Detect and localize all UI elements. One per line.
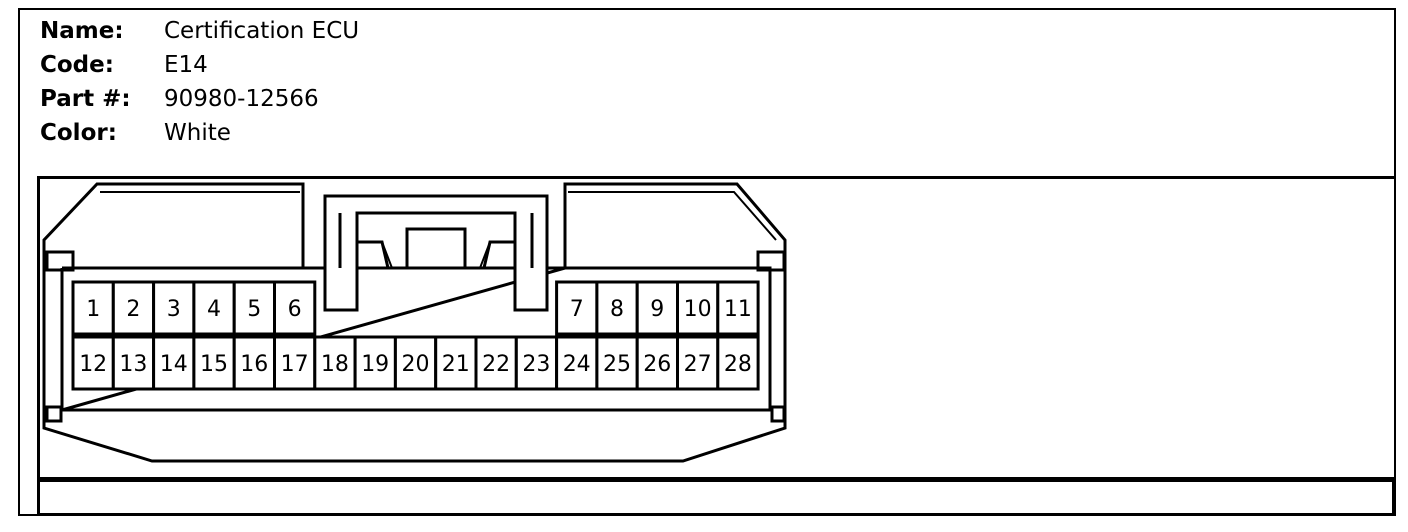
bottom-strip [37, 478, 1395, 516]
pin-label: 12 [79, 352, 107, 377]
pin-cell [635, 280, 680, 336]
pin-label: 7 [570, 297, 584, 322]
housing-inner-outline [100, 191, 777, 241]
pin-label: 21 [442, 352, 470, 377]
pin-label: 16 [240, 352, 268, 377]
color-label: Color: [40, 120, 117, 146]
pin-label: 11 [724, 297, 752, 322]
pin-cell [192, 335, 236, 391]
pin-label: 27 [684, 352, 712, 377]
pin-label: 24 [563, 352, 591, 377]
pin-label: 28 [724, 352, 752, 377]
pin-cell [595, 280, 639, 336]
part-value: 90980-12566 [164, 86, 319, 112]
pin-label: 5 [247, 297, 261, 322]
pin-label: 19 [361, 352, 389, 377]
pin-cell [232, 280, 276, 336]
pin-label: 4 [207, 297, 221, 322]
pin-label: 8 [610, 297, 624, 322]
left-tab [45, 250, 75, 272]
pin-cell [434, 335, 478, 391]
pin-cell [152, 335, 196, 391]
pin-cell [111, 335, 156, 391]
pin-cell [71, 280, 115, 336]
pin-label: 18 [321, 352, 349, 377]
left-tab-bottom [45, 405, 63, 423]
name-value: Certification ECU [164, 18, 360, 44]
pin-label: 2 [126, 297, 140, 322]
pin-label: 13 [119, 352, 147, 377]
latch-outer [323, 194, 549, 312]
pin-label: 6 [288, 297, 302, 322]
pin-cell [273, 280, 317, 336]
pin-cell [232, 335, 276, 391]
pin-cell [474, 335, 518, 391]
part-label: Part #: [40, 86, 131, 112]
code-label: Code: [40, 52, 114, 78]
pin-cell [716, 280, 760, 336]
pin-label: 9 [650, 297, 664, 322]
pin-label: 3 [167, 297, 181, 322]
pin-cell [555, 280, 599, 336]
latch-inner [338, 213, 534, 269]
name-label: Name: [40, 18, 124, 44]
pin-cell [716, 335, 760, 391]
latch-block [405, 227, 467, 270]
pin-cell [353, 335, 397, 391]
pin-cell [71, 335, 115, 391]
pin-cell [152, 280, 196, 336]
pin-label: 22 [482, 352, 510, 377]
pin-label: 1 [86, 297, 100, 322]
color-value: White [164, 120, 231, 146]
pin-label: 17 [281, 352, 309, 377]
pin-label: 15 [200, 352, 228, 377]
pin-cell [313, 335, 357, 391]
pin-label: 14 [160, 352, 188, 377]
pin-cell [192, 280, 236, 336]
pin-cell [676, 335, 720, 391]
pin-label: 26 [643, 352, 671, 377]
latch-ramps [381, 241, 491, 269]
right-tab-bottom [770, 405, 786, 423]
pin-label: 25 [603, 352, 631, 377]
pin-label: 23 [522, 352, 550, 377]
pin-label: 10 [684, 297, 712, 322]
pin-label: 20 [402, 352, 430, 377]
code-value: E14 [164, 52, 208, 78]
pin-cell [514, 335, 559, 391]
